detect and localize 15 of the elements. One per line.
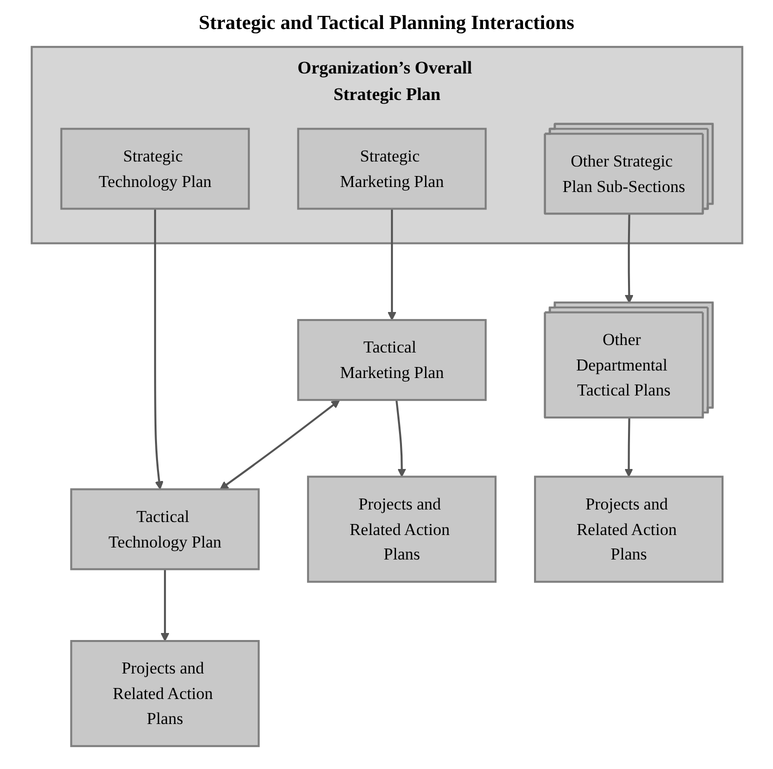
arrow — [624, 214, 633, 304]
arrow — [624, 418, 633, 478]
arrow — [394, 400, 406, 478]
arrow — [160, 569, 169, 642]
node-box: Strategic Technology Plan — [60, 128, 250, 210]
arrow — [154, 208, 164, 490]
node-box: Tactical Marketing Plan — [296, 319, 486, 401]
node-box: Tactical Technology Plan — [70, 488, 260, 570]
arrow — [387, 208, 396, 320]
node-box: Projects and Related Action Plans — [306, 476, 496, 583]
node-box: Strategic Marketing Plan — [296, 128, 486, 210]
diagram-title: Strategic and Tactical Planning Interactions — [198, 12, 576, 35]
arrow — [219, 400, 340, 490]
node-box: Projects and Related Action Plans — [70, 640, 260, 748]
node-box: Projects and Related Action Plans — [534, 476, 724, 583]
